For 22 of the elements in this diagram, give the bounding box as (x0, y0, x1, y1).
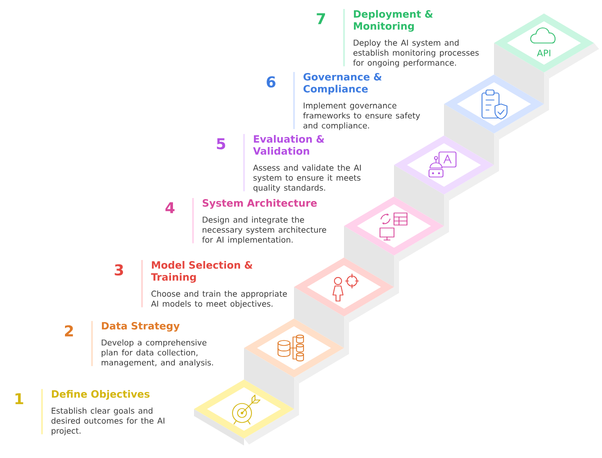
step-number: 6 (266, 76, 276, 88)
step-title: Data Strategy (102, 322, 180, 332)
step-description: Choose and train the appropriate AI models to meet objectives. (151, 290, 287, 308)
step-title: Define Objectives (52, 390, 150, 400)
step-number: 7 (316, 13, 326, 24)
step-description: Establish clear goals and desired outcomes for the AI project. (51, 408, 164, 436)
step-number: 1 (15, 393, 24, 404)
step-description: Assess and validate the AI system to ensure it meets quality standards. (253, 164, 361, 192)
step-title: Deployment & Monitoring (354, 10, 433, 32)
step-title: System Architecture (202, 199, 317, 209)
step-title: Evaluation & Validation (253, 135, 324, 155)
step-number: 5 (216, 138, 226, 150)
step-title: Model Selection & Training (151, 261, 252, 283)
step-description: Design and integrate the necessary system architecture for AI implementation. (202, 216, 326, 244)
step-description: Develop a comprehensive plan for data collection, management, and analysis. (102, 339, 213, 368)
step-description: Implement governance frameworks to ensure safety and compliance. (303, 102, 420, 130)
step-number: 2 (64, 325, 73, 336)
step-title: Governance & Compliance (304, 73, 382, 94)
step-number: 4 (165, 202, 175, 214)
step-number: 3 (114, 264, 124, 276)
icon-label: API (536, 50, 550, 56)
step-description: Deploy the AI system and establish monitoring processes for ongoing performance. (353, 40, 479, 68)
